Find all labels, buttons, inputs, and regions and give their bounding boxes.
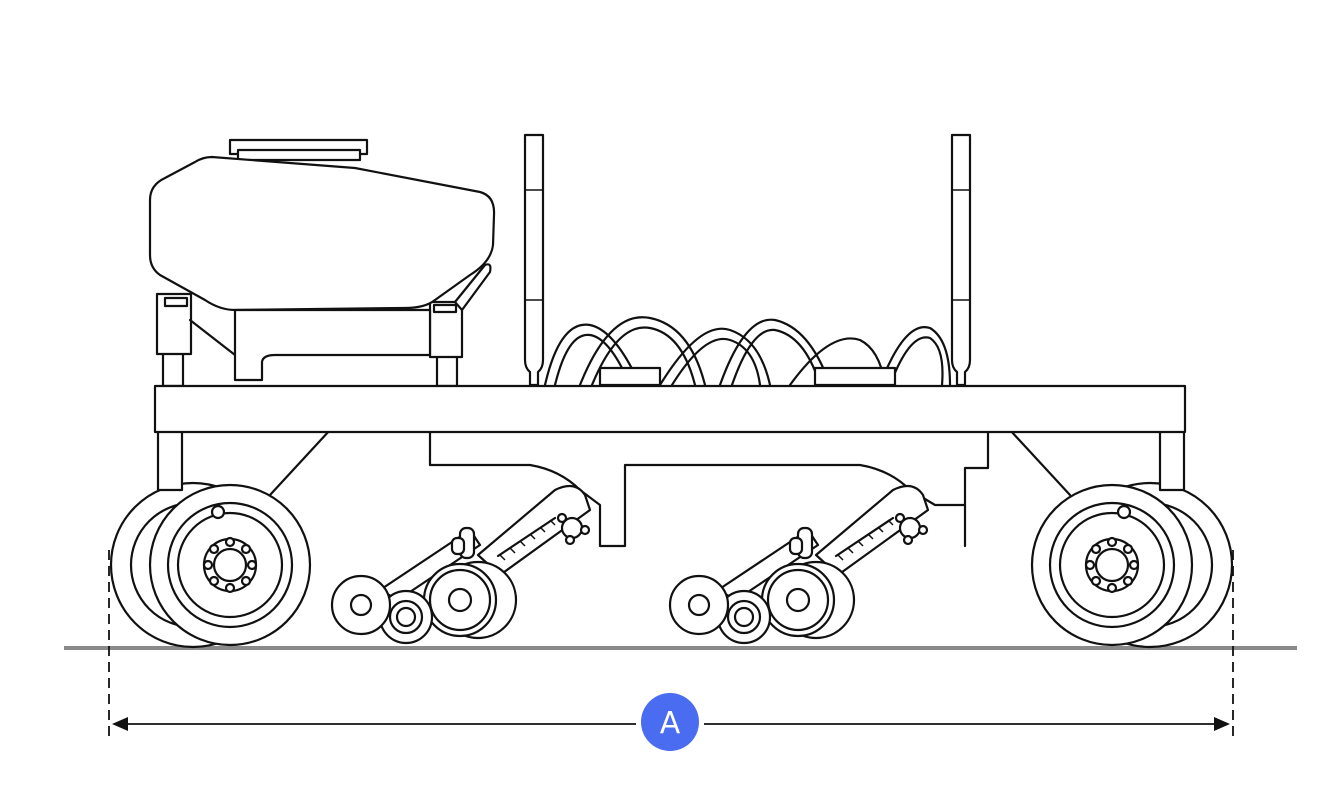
seed-tank: [148, 138, 496, 382]
underframe: [428, 428, 990, 548]
seed-hoses: [543, 316, 952, 387]
front-wheel-right: [1030, 483, 1194, 647]
row-unit-left: [330, 484, 592, 645]
row-unit-right: [668, 484, 930, 645]
dimension-label: A: [660, 706, 681, 741]
front-wheel-left: [148, 483, 312, 647]
frame-legs: [156, 428, 1186, 497]
arrowhead-right: [1214, 717, 1230, 731]
marker-posts: [523, 133, 972, 387]
dimension-a: A: [108, 550, 1234, 751]
main-frame: [153, 384, 1187, 434]
tank-supports: [155, 263, 492, 388]
dimension-badge: [641, 693, 699, 751]
arrowhead-left: [112, 717, 128, 731]
